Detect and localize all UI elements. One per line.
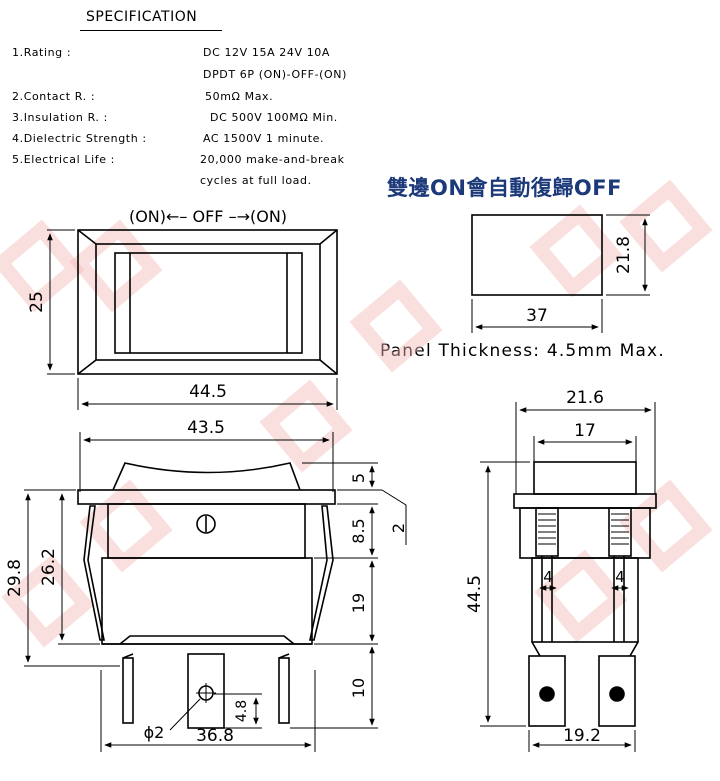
end-right-spring — [608, 507, 632, 557]
bezel-height-dim: 8.5 — [349, 518, 368, 543]
hole-diameter-dim: ϕ2 — [144, 723, 165, 742]
spec-value: AC 1500V 1 minute. — [203, 132, 325, 145]
terminal-length-dim: 10 — [349, 678, 368, 698]
right-snap-spring — [309, 505, 334, 641]
end-terminal-span-dim: 19.2 — [563, 726, 601, 746]
cutout-width-dim: 37 — [526, 306, 548, 326]
front-view: (ON)←– OFF –→(ON) 25 44.5 — [27, 207, 338, 410]
spec-value: 20,000 make-and-break — [200, 153, 345, 166]
end-terminal-right — [598, 655, 636, 727]
panel-cutout-view: 21.8 37 — [471, 214, 650, 333]
spec-label: 3.Insulation R. : — [12, 111, 108, 124]
side-top-width-dim: 43.5 — [187, 418, 225, 438]
spec-title: SPECIFICATION — [86, 9, 198, 25]
spec-value: DPDT 6P (ON)-OFF-(ON) — [203, 68, 348, 81]
spec-title-underline — [80, 30, 222, 31]
hole-offset-dim: 4.8 — [234, 700, 250, 722]
cutout-height-dim: 21.8 — [614, 236, 634, 274]
side-total-height-dim: 29.8 — [5, 559, 25, 597]
spec-label: 4.Dielectric Strength : — [12, 132, 147, 145]
side-body-height-dim: 26.2 — [39, 548, 59, 586]
side-view: 43.5 29.8 26.2 — [5, 418, 408, 752]
spec-label: 2.Contact R. : — [12, 90, 96, 103]
panel-cutout-rect — [471, 214, 603, 296]
front-inner-frame — [95, 243, 321, 361]
spec-value: cycles at full load. — [200, 174, 312, 187]
left-snap-spring — [83, 505, 105, 641]
front-bezel — [77, 229, 338, 375]
terminal-left — [122, 657, 134, 724]
end-left-spring — [535, 507, 559, 557]
front-height-dim: 25 — [27, 291, 47, 313]
position-label: (ON)←– OFF –→(ON) — [129, 207, 287, 226]
spec-label: 1.Rating : — [12, 46, 72, 59]
pivot-screw — [196, 514, 216, 534]
end-left-pitch-dim: 4 — [543, 568, 553, 586]
rocker-actuator — [112, 462, 301, 491]
panel-thickness-note: Panel Thickness: 4.5mm Max. — [380, 341, 665, 361]
spec-label: 5.Electrical Life : — [12, 153, 115, 166]
panel-gap-dim: 2 — [389, 523, 408, 533]
terminal-right — [278, 657, 290, 724]
end-view: 21.6 17 4 4 — [465, 388, 657, 752]
terminal-center — [187, 653, 225, 729]
auto-return-note: 雙邊ON會自動復歸OFF — [387, 176, 622, 200]
side-lower-body — [101, 557, 313, 645]
end-terminal-right-hole — [609, 686, 625, 702]
end-inner-width-dim: 17 — [574, 421, 596, 441]
end-bezel — [513, 493, 657, 509]
end-top-width-dim: 21.6 — [566, 388, 604, 408]
actuator-height-dim: 5 — [349, 473, 368, 483]
end-actuator — [533, 461, 637, 495]
front-width-dim: 44.5 — [189, 382, 227, 402]
rocker-face — [114, 252, 303, 354]
end-right-pitch-dim: 4 — [615, 568, 625, 586]
spec-value: DC 12V 15A 24V 10A — [203, 46, 331, 59]
end-terminal-left-hole — [539, 686, 555, 702]
body-depth-dim: 19 — [349, 593, 368, 613]
terminal-spacing-dim: 36.8 — [196, 726, 234, 746]
spec-value: DC 500V 100MΩ Min. — [210, 111, 338, 124]
end-lower-body — [531, 557, 639, 643]
watermark-stamps — [0, 179, 713, 648]
end-terminal-left — [528, 655, 566, 727]
end-height-dim: 44.5 — [465, 575, 485, 613]
spec-value: 50mΩ Max. — [205, 90, 274, 103]
